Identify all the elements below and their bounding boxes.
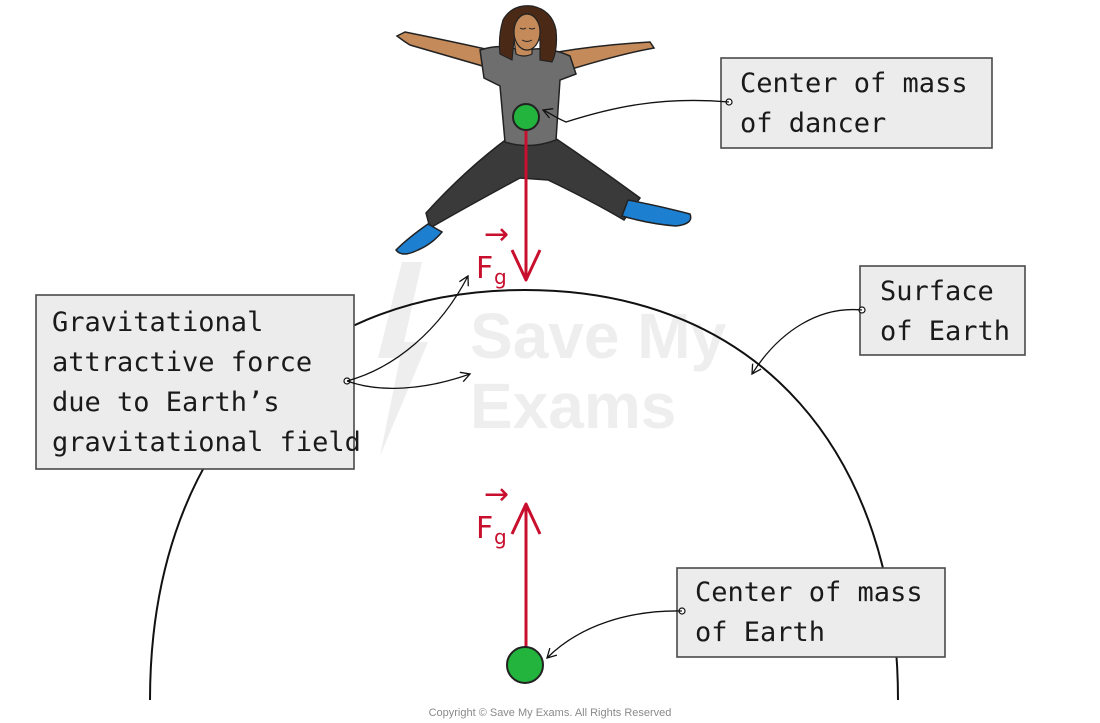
force-symbol-bottom-vector-arrow: → [484, 477, 509, 512]
dancer-right-arm [557, 41, 656, 73]
dancer-face [513, 13, 541, 51]
force-symbol-bottom-main: F [476, 511, 493, 546]
watermark-bolt-icon [378, 262, 428, 456]
dancer-left-arm [395, 31, 491, 68]
label-box-earth-com: Center of mass of Earth [546, 567, 946, 659]
dancer-force-vector [510, 103, 542, 282]
label-earth-com-line-1: Center of mass [695, 577, 923, 608]
label-force-line-4: gravitational field [52, 427, 361, 458]
dancer-figure [395, 5, 692, 255]
watermark-line-2: Exams [470, 370, 676, 442]
earth-center-of-mass-dot [506, 646, 544, 684]
leader-line-force-bottom [346, 371, 472, 389]
force-symbol-bottom-subscript: g [494, 525, 507, 549]
watermark: Save My Exams [378, 262, 727, 456]
label-dancer-com-line-1: Center of mass [740, 68, 968, 99]
dancer-center-of-mass-dot [512, 103, 540, 131]
force-symbol-top: → F g [476, 217, 509, 289]
leader-line-force-top [346, 274, 469, 382]
earth-force-vector [506, 502, 544, 684]
label-force-line-2: attractive force [52, 347, 312, 378]
label-dancer-com-line-2: of dancer [740, 108, 886, 139]
force-symbol-bottom: → F g [476, 477, 509, 549]
label-box-force: Gravitational attractive force due to Ea… [35, 274, 472, 470]
force-symbol-top-vector-arrow: → [484, 217, 509, 252]
leader-line-dancer-com [541, 99, 730, 123]
label-force-line-3: due to Earth’s [52, 387, 280, 418]
label-box-dancer-com: Center of mass of dancer [541, 57, 993, 149]
earth-surface-arc [149, 288, 899, 701]
label-surface-line-1: Surface [880, 276, 994, 307]
earth-force-arrowhead [510, 502, 542, 535]
label-earth-com-line-2: of Earth [695, 617, 825, 648]
dancer-left-shoe [395, 223, 444, 255]
dancer-right-shoe [621, 199, 692, 227]
copyright-notice: Copyright © Save My Exams. All Rights Re… [429, 707, 672, 719]
watermark-line-1: Save My [470, 300, 727, 372]
leader-line-earth-com [546, 610, 683, 659]
leader-line-surface [751, 308, 863, 376]
label-force-line-1: Gravitational [52, 307, 263, 338]
dancer-force-arrowhead [510, 249, 542, 282]
label-box-surface: Surface of Earth [751, 265, 1026, 376]
force-symbol-top-main: F [476, 251, 493, 286]
dancer-pants [425, 137, 642, 230]
force-symbol-top-subscript: g [494, 265, 507, 289]
label-surface-line-2: of Earth [880, 316, 1010, 347]
